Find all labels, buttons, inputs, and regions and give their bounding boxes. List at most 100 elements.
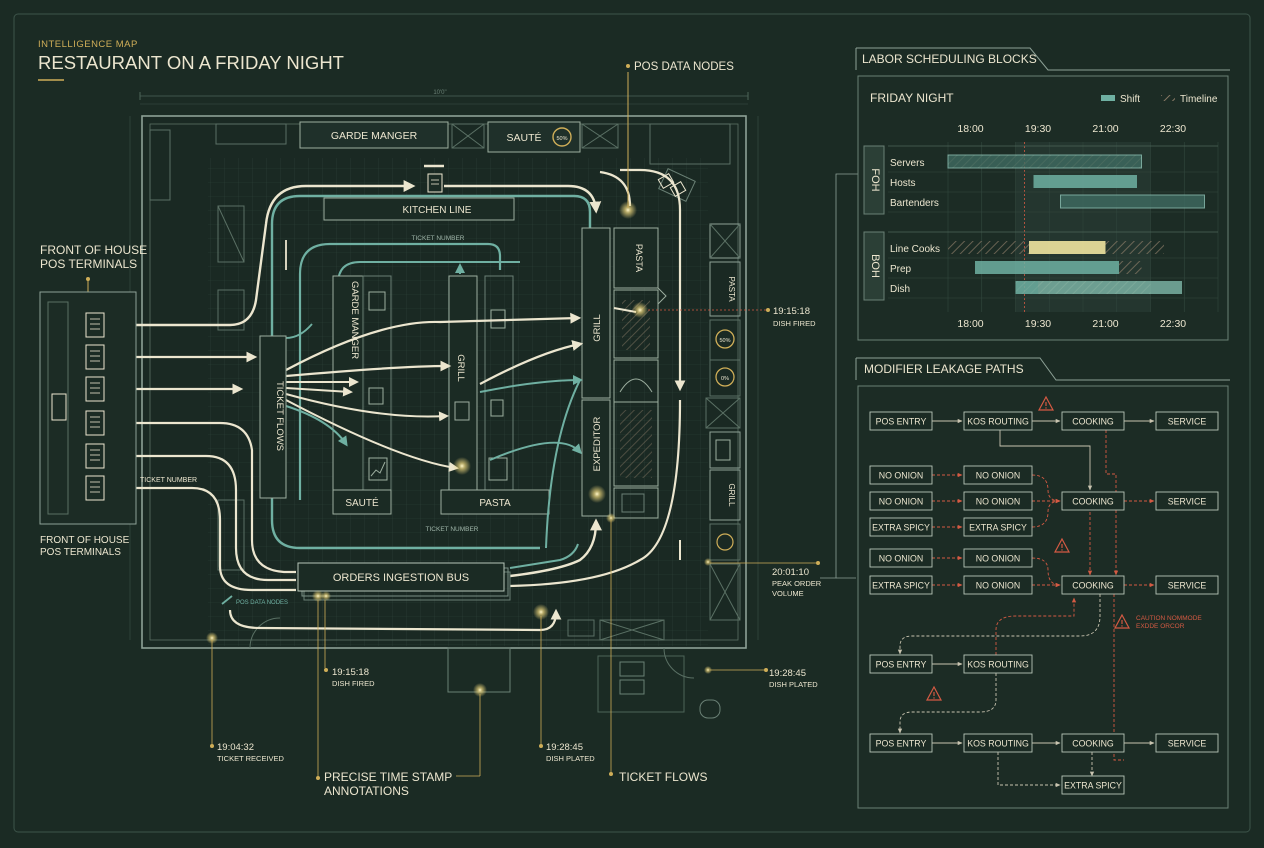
svg-text:SERVICE: SERVICE <box>1168 417 1207 427</box>
pos-data-node <box>473 683 487 697</box>
flow-node: NO ONION <box>963 575 1033 595</box>
pos-data-node <box>606 513 616 523</box>
flow-node: SERVICE <box>1155 491 1219 511</box>
text-line: VOLUME <box>772 589 804 598</box>
chart-icon <box>368 457 388 481</box>
labor-group-label: BOH <box>869 254 881 278</box>
ticket-icon <box>427 173 443 193</box>
outer-frame <box>13 13 1251 833</box>
text-line: CAUTION NOMMODE <box>1136 615 1202 622</box>
saute-gauge-icon <box>552 127 572 147</box>
svg-text:SERVICE: SERVICE <box>1168 497 1207 507</box>
shift-bar <box>975 261 1119 274</box>
flow-link <box>897 673 997 734</box>
time-tick-top: 19:30 <box>1025 123 1051 135</box>
svg-text:POS ENTRY: POS ENTRY <box>876 739 927 749</box>
flow-node-extra-spicy: EXTRA SPICY <box>1061 775 1125 795</box>
gauge-1-icon <box>715 329 735 349</box>
flow-node: NO ONION <box>869 465 933 485</box>
pos-terminal-icon <box>85 376 105 402</box>
time-tick-top: 21:00 <box>1092 123 1118 135</box>
flow-node: POS ENTRY <box>869 654 933 674</box>
flow-node: EXTRA SPICY <box>963 517 1033 537</box>
station-saute-bottom <box>332 489 392 515</box>
legend-timeline-label: Timeline <box>1180 94 1218 105</box>
orders-ingestion-bus-label: ORDERS INGESTION BUS <box>333 572 469 584</box>
pos-data-node <box>704 558 712 566</box>
text-line: FRONT OF HOUSE <box>40 243 147 257</box>
flow-node: NO ONION <box>869 491 933 511</box>
labor-group-tab <box>863 231 885 301</box>
flow-link <box>997 752 1061 788</box>
header-eyebrow: INTELLIGENCE MAP <box>38 39 138 50</box>
labor-role-label: Hosts <box>890 178 916 189</box>
flow-link <box>995 597 1077 655</box>
ticket-icon <box>488 457 508 481</box>
legend-timeline-swatch <box>1161 95 1175 101</box>
svg-text:COOKING: COOKING <box>1072 739 1114 749</box>
ticket-number-top-label: TICKET NUMBER <box>412 235 465 242</box>
station-garde-manger-label: GARDE MANGER <box>331 130 418 142</box>
ticket-flows-box-label: TICKET FLOWS <box>274 381 285 451</box>
flow-node: POS ENTRY <box>869 411 933 431</box>
shift-bar <box>1033 175 1137 188</box>
pos-data-node <box>588 485 606 503</box>
pos-data-node <box>619 201 637 219</box>
foh-ticket-number: TICKET NUMBER <box>140 477 197 484</box>
station-pasta-side <box>709 261 741 317</box>
svg-text:NO ONION: NO ONION <box>879 471 923 481</box>
pos-data-node <box>632 302 648 318</box>
right-ticket-icon <box>715 439 731 461</box>
station-garde-manger-vertical-label: GARDE MANGER <box>349 281 360 359</box>
flow-node: NO ONION <box>869 548 933 568</box>
flow-node: NO ONION <box>963 491 1033 511</box>
pos-terminal-icon <box>85 312 105 338</box>
flow-link <box>1031 557 1061 588</box>
shift-bar <box>1060 194 1205 209</box>
callout-plated-right-time: 19:28:45 <box>769 668 806 679</box>
pos-terminal-icon <box>85 443 105 469</box>
flow-link <box>999 430 1093 491</box>
station-garde-manger-top <box>299 121 449 149</box>
flow-link <box>1031 498 1061 528</box>
time-tick-bottom: 19:30 <box>1025 318 1051 330</box>
station-grill-right-label: GRILL <box>592 314 603 341</box>
ticket-flow-arrow <box>106 180 416 331</box>
labor-panel-title: LABOR SCHEDULING BLOCKS <box>862 52 1037 66</box>
svg-text:NO ONION: NO ONION <box>976 554 1020 564</box>
svg-text:NO ONION: NO ONION <box>879 497 923 507</box>
gauge-2-value: 0% <box>721 376 729 382</box>
labor-subtitle: FRIDAY NIGHT <box>870 91 954 105</box>
svg-text:KOS ROUTING: KOS ROUTING <box>967 660 1029 670</box>
document-icon <box>51 393 67 421</box>
svg-text:POS ENTRY: POS ENTRY <box>876 660 927 670</box>
warning-icon <box>1053 537 1071 553</box>
warning-icon <box>925 685 943 701</box>
labor-role-label: Prep <box>890 264 912 275</box>
ticket-number-bottom-label: TICKET NUMBER <box>426 526 479 533</box>
flow-link <box>1113 594 1124 761</box>
ticket-icon <box>368 387 384 405</box>
ticket-icon <box>454 401 470 421</box>
shift-bar <box>1015 281 1038 294</box>
station-pasta-bottom-label: PASTA <box>479 498 511 509</box>
timestamp-callouts: POS DATA NODES 19:15:18 DISH FIRED 20:01… <box>210 61 858 798</box>
ticket-icon <box>657 172 675 190</box>
flow-node: EXTRA SPICY <box>869 575 933 595</box>
pos-data-node <box>321 591 331 601</box>
labor-role-label: Bartenders <box>890 198 939 209</box>
labor-role-label: Line Cooks <box>890 244 940 255</box>
flow-node: POS ENTRY <box>869 733 933 753</box>
shift-bar <box>1105 241 1164 254</box>
callout-dish-fired-bottom-time: 19:15:18 <box>332 667 369 678</box>
ticket-flows-box <box>259 335 287 499</box>
flow-node: COOKING <box>1061 411 1125 431</box>
flow-node: NO ONION <box>963 548 1033 568</box>
flow-node: KOS ROUTING <box>963 654 1033 674</box>
flow-node: COOKING <box>1061 491 1125 511</box>
saute-gauge-value: 50% <box>556 136 567 142</box>
orders-ingestion-bus <box>297 562 505 592</box>
flow-node: COOKING <box>1061 733 1125 753</box>
flow-node: SERVICE <box>1155 411 1219 431</box>
